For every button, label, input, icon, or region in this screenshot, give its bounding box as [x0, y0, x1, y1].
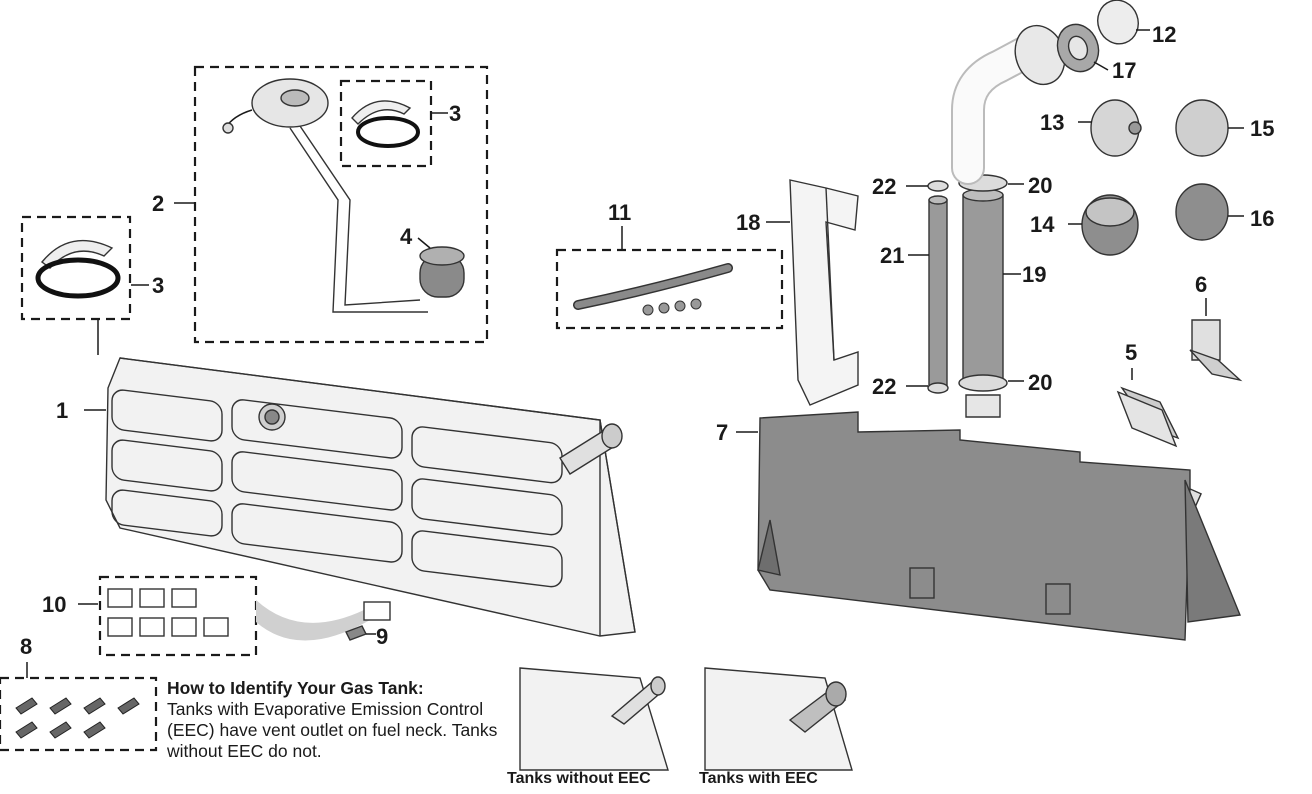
callout-14: 14 — [1030, 212, 1055, 237]
tank-shield: 7 — [716, 411, 1241, 641]
callout-21: 21 — [880, 243, 904, 268]
callout-5: 5 — [1125, 340, 1137, 365]
filler-bracket: 18 — [736, 179, 859, 406]
callout-9: 9 — [376, 624, 388, 649]
label-with-eec: Tanks with EEC — [699, 770, 818, 787]
sending-unit-kit: 3 4 2 — [152, 65, 489, 344]
callout-15: 15 — [1250, 116, 1274, 141]
lock-ring-kit-left: 3 — [20, 215, 164, 321]
inset-without-eec — [519, 667, 669, 771]
label-without-eec: Tanks without EEC — [507, 770, 651, 787]
callout-10: 10 — [42, 592, 66, 617]
vent-tube: 21 22 22 — [872, 174, 949, 399]
identify-heading: How to Identify Your Gas Tank: — [167, 678, 424, 698]
callout-20-top: 20 — [1028, 173, 1052, 198]
screw-kit: 8 — [0, 634, 158, 752]
callout-12: 12 — [1152, 22, 1176, 47]
callout-17: 17 — [1112, 58, 1136, 83]
callout-4: 4 — [400, 224, 413, 249]
filler-neck: 17 12 — [951, 0, 1176, 185]
filler-hose: 19 20 20 — [958, 173, 1052, 418]
callout-6: 6 — [1195, 272, 1207, 297]
callout-22-top: 22 — [872, 174, 896, 199]
callout-18: 18 — [736, 210, 760, 235]
callout-22-bottom: 22 — [872, 374, 896, 399]
locking-caps: 13 14 15 16 — [1030, 99, 1274, 256]
identify-body: Tanks with Evaporative Emission Control … — [167, 699, 498, 761]
callout-1: 1 — [56, 398, 68, 423]
callout-20-bottom: 20 — [1028, 370, 1052, 395]
callout-3-left: 3 — [152, 273, 164, 298]
callout-13: 13 — [1040, 110, 1064, 135]
vent-hose-kit: 11 — [555, 200, 784, 330]
gas-tank: 1 — [56, 320, 636, 637]
callout-19: 19 — [1022, 262, 1046, 287]
callout-11: 11 — [608, 200, 631, 225]
fittings: 5 6 — [1116, 272, 1243, 514]
callout-2: 2 — [152, 191, 164, 216]
callout-8: 8 — [20, 634, 32, 659]
pad-kit: 10 9 — [42, 575, 391, 657]
callout-3-inner: 3 — [449, 101, 461, 126]
callout-16: 16 — [1250, 206, 1274, 231]
inset-with-eec — [704, 667, 853, 771]
identify-note: How to Identify Your Gas Tank: Tanks wit… — [167, 678, 507, 762]
callout-7: 7 — [716, 420, 728, 445]
